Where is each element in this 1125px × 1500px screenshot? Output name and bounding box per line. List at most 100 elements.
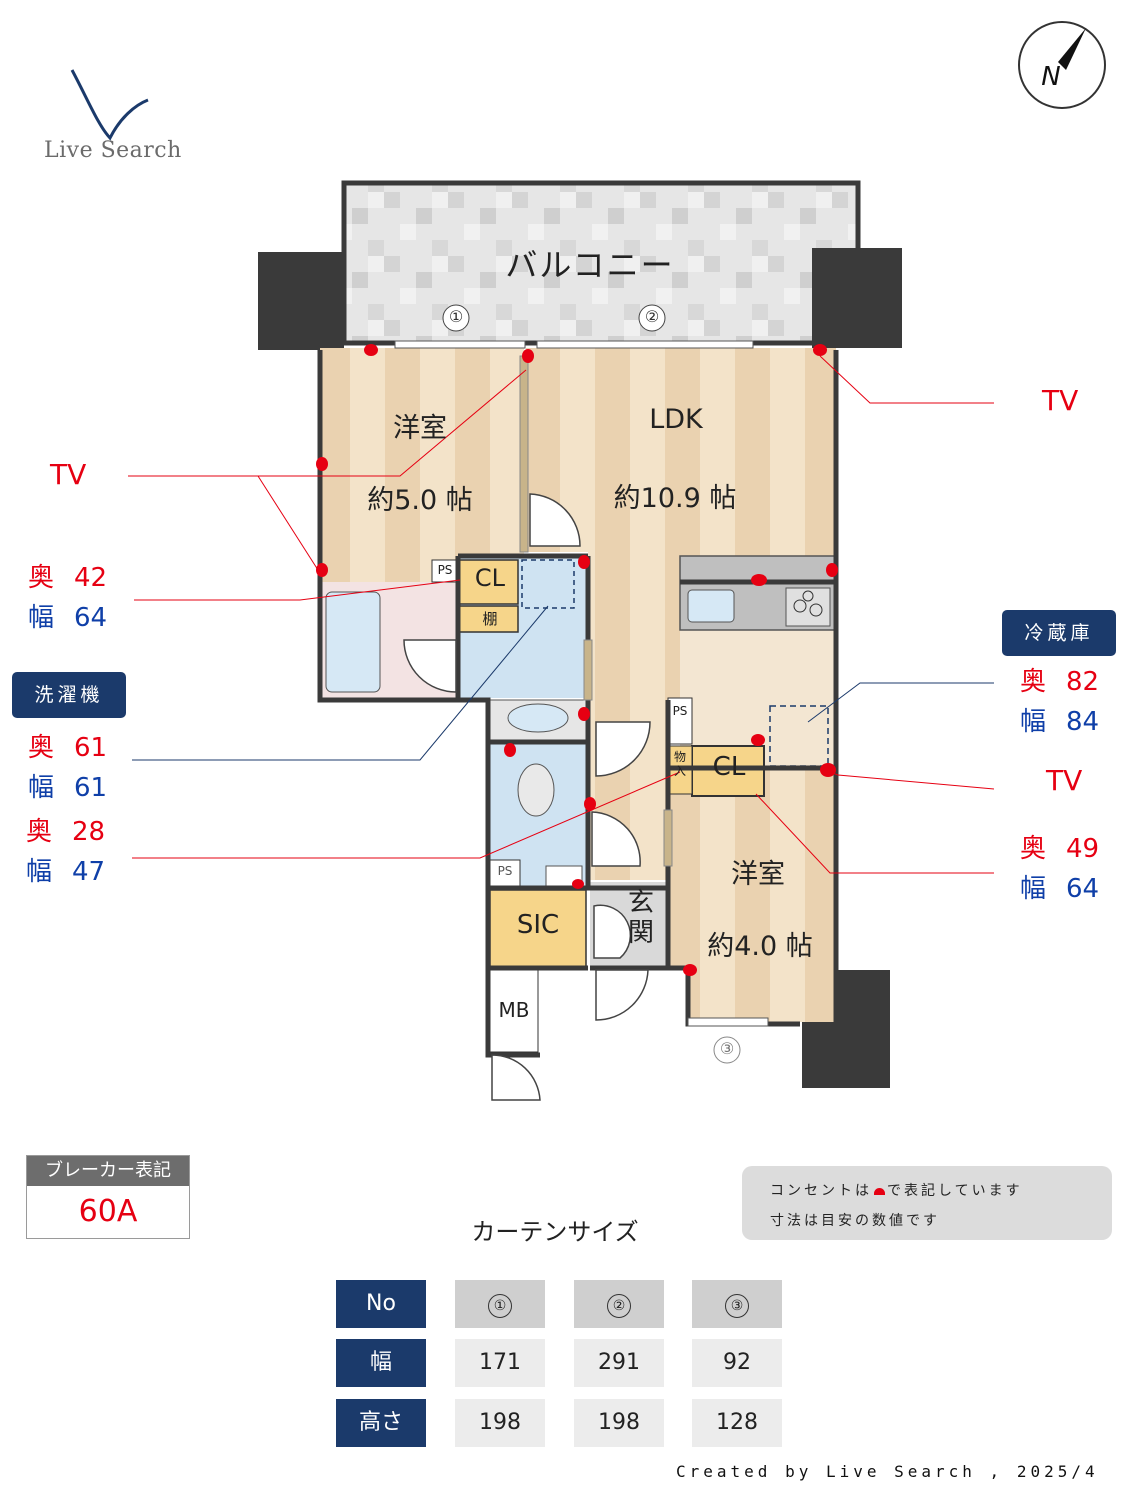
tv-label-mid-right: TV	[1046, 764, 1083, 797]
basin-icon	[507, 703, 569, 733]
outlet-icon	[874, 1188, 885, 1195]
pillar	[812, 248, 902, 348]
tv-label-left: TV	[50, 458, 87, 491]
window-1	[394, 340, 526, 349]
curtain-header-1: ①	[455, 1280, 545, 1328]
curtain-height-1: 198	[455, 1399, 545, 1447]
curtain-header-no: No	[336, 1280, 426, 1328]
tv-label-top-right: TV	[1042, 384, 1079, 417]
washer-space	[521, 559, 575, 609]
western-room-1-name: 洋室	[393, 413, 447, 444]
note-line2: 寸法は目安の数値です	[770, 1213, 940, 1229]
western-room-2-size: 約4.0 帖	[707, 931, 813, 962]
mb-label: MB	[498, 998, 530, 1022]
curtain-height-3: 128	[692, 1399, 782, 1447]
fridge-badge: 冷蔵庫	[1002, 610, 1116, 656]
western-room-2-name: 洋室	[731, 859, 785, 890]
floor-plan	[70, 21, 1106, 1101]
window-marker-1	[442, 304, 470, 332]
western-room-1-size: 約5.0 帖	[367, 485, 473, 516]
width-value: 61	[74, 773, 108, 803]
sic-label: SIC	[516, 910, 560, 940]
width-value: 64	[74, 603, 108, 633]
sliding-panel	[583, 639, 593, 701]
window-marker-2	[638, 304, 666, 332]
depth-label: 奥	[28, 733, 55, 763]
compass-north-label: N	[1041, 62, 1061, 92]
width-value: 84	[1066, 707, 1100, 737]
bathtub-icon	[325, 591, 381, 693]
shelf	[457, 605, 519, 633]
note-line1-a: コンセントは	[770, 1183, 872, 1199]
storage-label: 物入	[673, 750, 686, 778]
compass-icon	[1018, 21, 1106, 109]
curtain-title: カーテンサイズ	[471, 1218, 639, 1246]
depth-value: 82	[1066, 667, 1100, 697]
window-marker-3	[713, 1036, 741, 1064]
curtain-width-2: 291	[574, 1339, 664, 1387]
notes-box: コンセントはで表記しています 寸法は目安の数値です	[742, 1166, 1112, 1240]
window-marker-1-label: ①	[448, 307, 464, 326]
depth-label: 奥	[1020, 834, 1047, 864]
logo-text: Live Search	[44, 138, 182, 163]
depth-label: 奥	[26, 817, 53, 847]
credit-text: Created by Live Search , 2025/4	[676, 1462, 1099, 1481]
door-swings	[403, 493, 651, 1101]
width-label: 幅	[1020, 707, 1047, 737]
depth-value: 42	[74, 563, 108, 593]
curtain-width-1: 171	[455, 1339, 545, 1387]
breaker-box: ブレーカー表記 60A	[26, 1155, 190, 1239]
washer-badge: 洗濯機	[12, 672, 126, 718]
fridge-space	[769, 705, 829, 767]
width-value: 64	[1066, 874, 1100, 904]
western-room-1	[320, 348, 524, 582]
ldk-size: 約10.9 帖	[613, 483, 737, 514]
depth-value: 28	[72, 817, 106, 847]
width-label: 幅	[1020, 874, 1047, 904]
width-label: 幅	[28, 773, 55, 803]
leader-lines	[128, 355, 995, 874]
ps-label-3: PS	[672, 704, 688, 718]
toilet-area-measure: 奥 28 幅 47	[26, 817, 105, 887]
sliding-panel	[663, 809, 673, 867]
sink-icon	[687, 589, 735, 623]
toilet-icon	[517, 763, 555, 817]
washer-measure: 奥 61 幅 61	[28, 733, 107, 803]
window-3	[687, 1017, 769, 1027]
balcony	[341, 180, 861, 346]
ldk-name: LDK	[649, 404, 703, 435]
ps-label-1: PS	[437, 563, 453, 577]
depth-label: 奥	[28, 563, 55, 593]
width-label: 幅	[26, 857, 53, 887]
breaker-label: ブレーカー表記	[27, 1156, 189, 1186]
closet-2	[691, 745, 765, 797]
ldk	[526, 348, 836, 700]
width-value: 47	[72, 857, 106, 887]
curtain-row-height-label: 高さ	[336, 1399, 426, 1447]
ps-label-2: PS	[497, 864, 513, 878]
curtain-height-2: 198	[574, 1399, 664, 1447]
pillar	[258, 252, 344, 350]
stove-icon	[785, 587, 831, 627]
curtain-header-3: ③	[692, 1280, 782, 1328]
sliding-panel	[519, 355, 529, 553]
width-label: 幅	[28, 603, 55, 633]
outlets	[316, 344, 838, 976]
closet-2-label: CL	[712, 752, 746, 782]
curtain-header-2: ②	[574, 1280, 664, 1328]
depth-value: 49	[1066, 834, 1100, 864]
note-line1-b: で表記しています	[887, 1183, 1023, 1199]
closet-1	[457, 559, 519, 605]
closet-left-measure: 奥 42 幅 64	[28, 563, 107, 633]
logo-mark-icon	[70, 69, 149, 141]
closet-right-measure: 奥 49 幅 64	[1020, 834, 1099, 904]
balcony-label: バルコニー	[505, 246, 675, 284]
curtain-width-3: 92	[692, 1339, 782, 1387]
shelf-label: 棚	[482, 610, 498, 628]
breaker-value: 60A	[78, 1194, 138, 1229]
entrance-label: 玄関	[627, 888, 654, 948]
window-marker-2-label: ②	[644, 307, 660, 326]
curtain-row-width-label: 幅	[336, 1339, 426, 1387]
depth-value: 61	[74, 733, 108, 763]
